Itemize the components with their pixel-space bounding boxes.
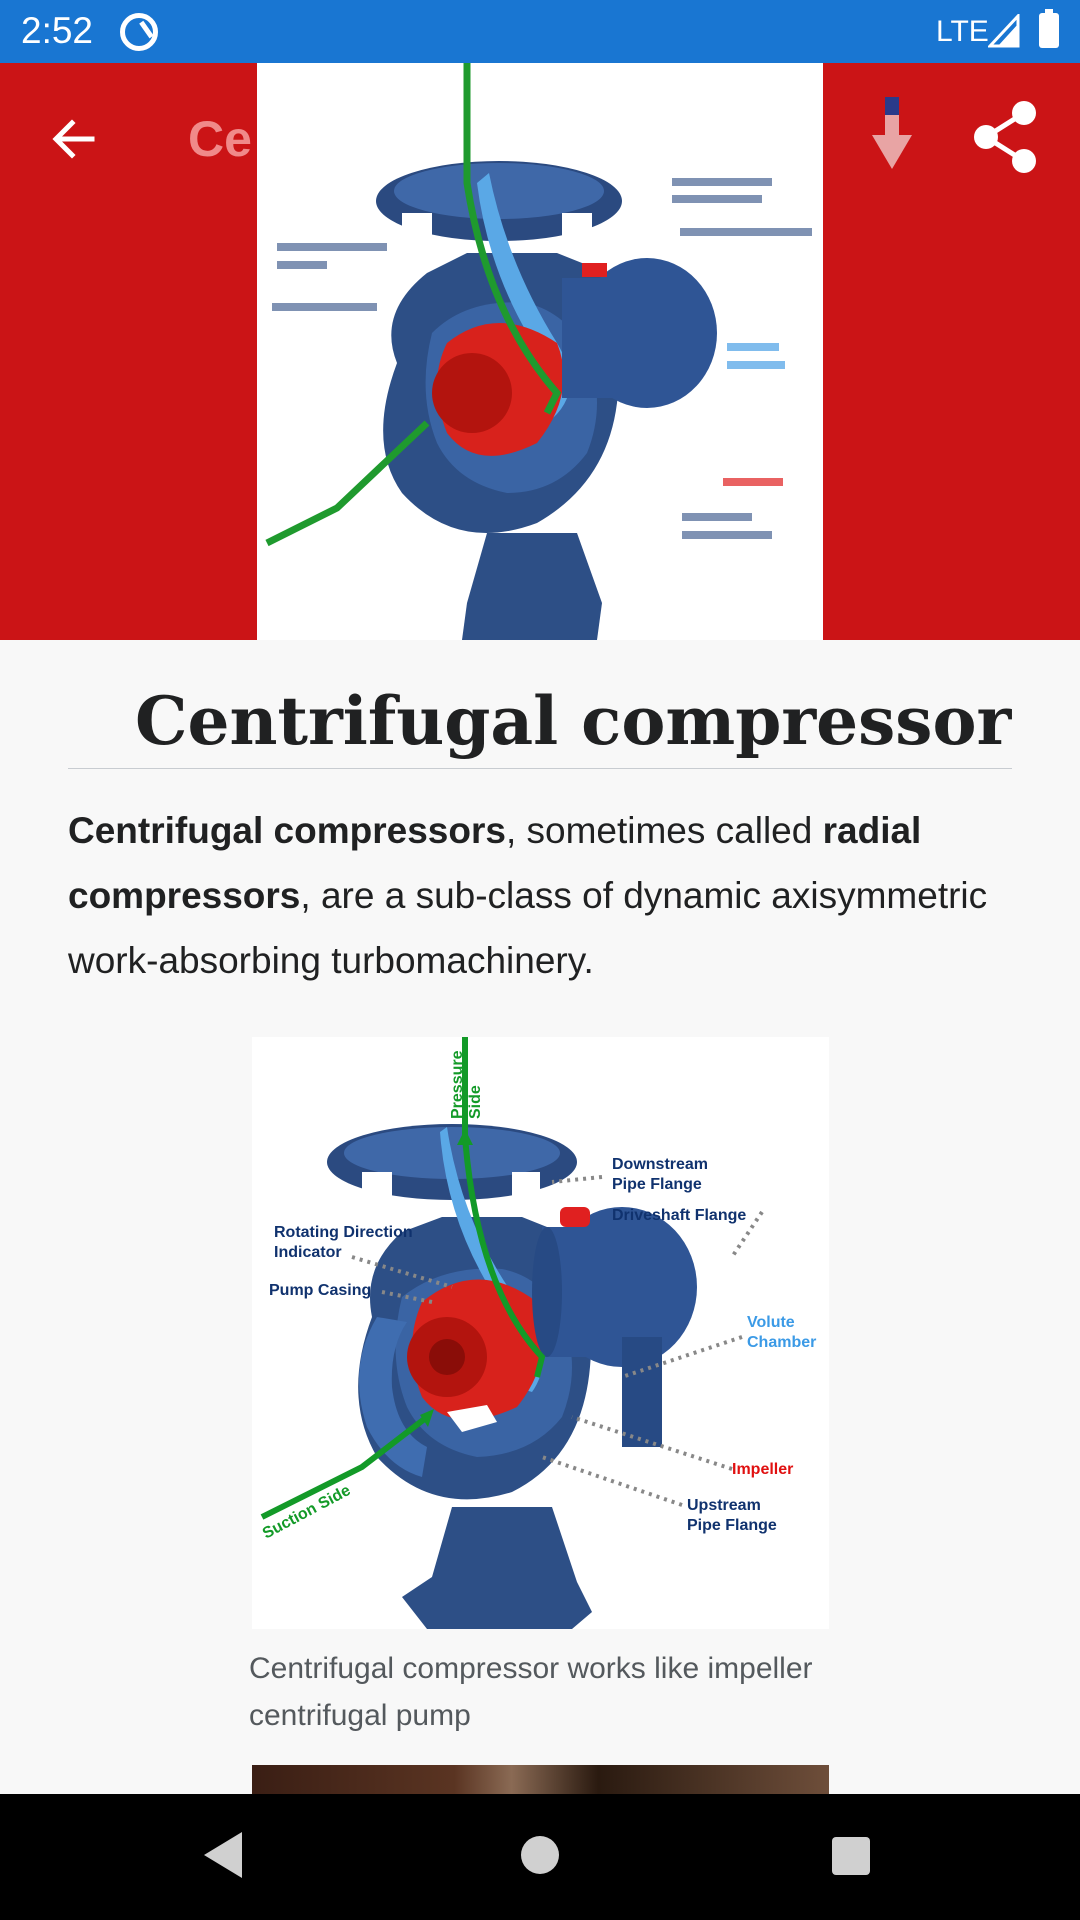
lead-bold-term: Centrifugal compressors bbox=[68, 810, 506, 851]
back-arrow-icon bbox=[52, 119, 95, 159]
label-pressure: Pressure bbox=[449, 1050, 466, 1119]
next-figure-image[interactable] bbox=[252, 1765, 829, 1794]
label-rotating-2: Indicator bbox=[274, 1244, 342, 1261]
toolbar-title: Ce bbox=[188, 111, 252, 167]
share-icon bbox=[974, 101, 1036, 173]
figure-caption: Centrifugal compressor works like impell… bbox=[249, 1652, 813, 1732]
status-time: 2:52 bbox=[21, 10, 94, 51]
article-content[interactable]: Centrifugal compressor Centrifugal compr… bbox=[0, 640, 1080, 1794]
pump-diagram: Pressure Side Downstream Pipe Flange Dri… bbox=[252, 1037, 829, 1629]
label-upstream-2: Pipe Flange bbox=[687, 1517, 777, 1534]
network-type-label: LTE bbox=[936, 15, 989, 48]
lead-paragraph: Centrifugal compressors, sometimes calle… bbox=[68, 798, 1018, 993]
label-upstream-1: Upstream bbox=[687, 1497, 761, 1514]
label-downstream-2: Pipe Flange bbox=[612, 1176, 702, 1193]
label-casing: Pump Casing bbox=[269, 1282, 371, 1299]
figure-pump-diagram-image[interactable]: Pressure Side Downstream Pipe Flange Dri… bbox=[252, 1037, 829, 1629]
hero-pump-diagram bbox=[257, 63, 823, 640]
app-toolbar: Ce bbox=[0, 63, 1080, 640]
status-bar: 2:52 LTE bbox=[0, 0, 1080, 63]
label-side: Side bbox=[467, 1085, 484, 1119]
system-nav-bar bbox=[0, 1794, 1080, 1920]
label-downstream-1: Downstream bbox=[612, 1156, 708, 1173]
lead-bold-alias: radial compressors bbox=[68, 810, 922, 916]
nav-home-icon[interactable] bbox=[521, 1836, 559, 1874]
label-rotating-1: Rotating Direction bbox=[274, 1224, 413, 1241]
label-volute-2: Chamber bbox=[747, 1334, 816, 1351]
label-volute-1: Volute bbox=[747, 1314, 795, 1331]
notification-app-icon bbox=[120, 13, 158, 51]
battery-icon bbox=[1039, 9, 1059, 48]
lead-text: , are a sub-class of dynamic axisymmetri… bbox=[68, 875, 988, 981]
nav-recents-icon[interactable] bbox=[832, 1837, 870, 1875]
title-divider bbox=[68, 768, 1012, 769]
label-impeller: Impeller bbox=[732, 1461, 793, 1478]
back-button[interactable] bbox=[42, 107, 106, 171]
share-button[interactable] bbox=[970, 97, 1040, 177]
nav-back-icon[interactable] bbox=[204, 1832, 242, 1878]
download-icon bbox=[872, 97, 912, 169]
label-driveshaft: Driveshaft Flange bbox=[612, 1207, 746, 1224]
signal-icon bbox=[988, 14, 1020, 48]
download-button[interactable] bbox=[868, 97, 916, 177]
lead-text: , sometimes called bbox=[505, 810, 823, 851]
hero-pump-diagram-image[interactable] bbox=[257, 63, 823, 640]
article-title: Centrifugal compressor bbox=[135, 682, 1012, 760]
